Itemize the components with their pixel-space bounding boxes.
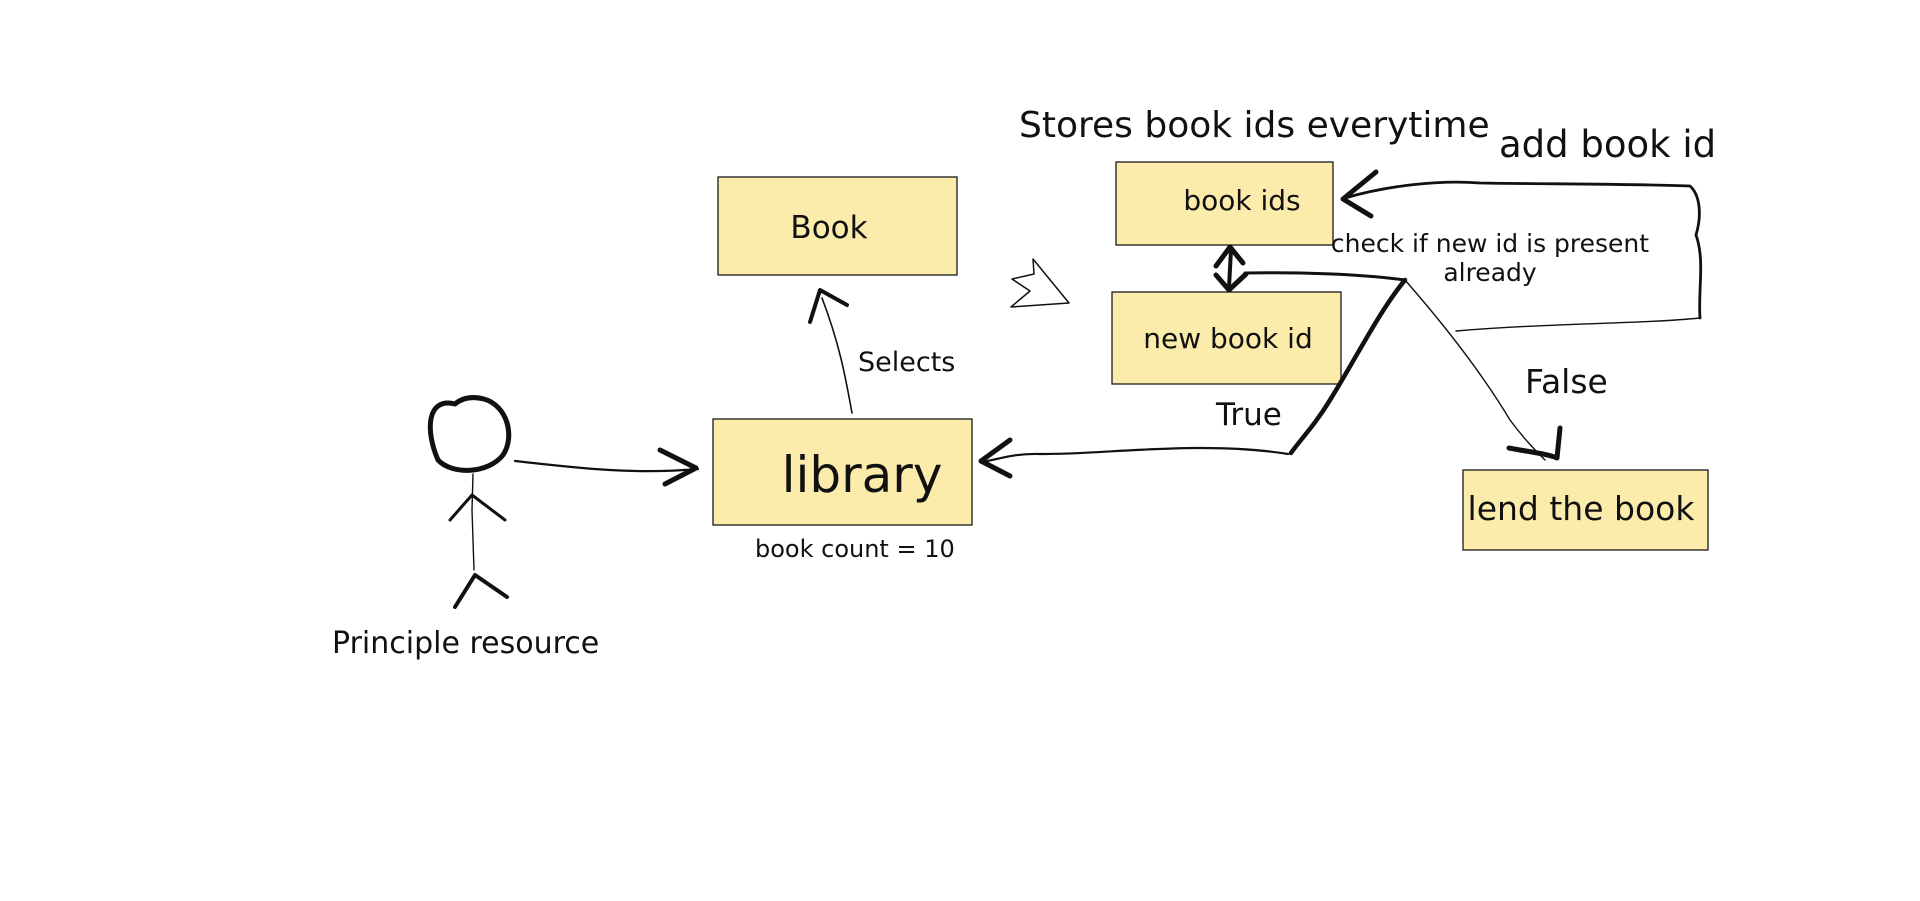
- arrow-add-book-id-loop: [1340, 169, 1703, 320]
- arrow-true-to-library: [978, 437, 1290, 479]
- actor-label: Principle resource: [332, 626, 599, 661]
- book-node: Book: [717, 176, 958, 276]
- book-label: Book: [790, 210, 867, 246]
- arrow-false-to-lend: [1506, 425, 1563, 461]
- library-node: library: [712, 418, 973, 526]
- selects-label: Selects: [858, 347, 955, 378]
- book-ids-node: book ids: [1115, 161, 1334, 246]
- false-label: False: [1525, 362, 1608, 401]
- hollow-arrowhead-icon: [1010, 258, 1070, 308]
- actor-body: [471, 473, 475, 571]
- new-book-id-label: new book id: [1143, 322, 1312, 355]
- library-book-count: book count = 10: [755, 535, 955, 563]
- actor-arms: [448, 493, 507, 522]
- add-book-id-label: add book id: [1499, 123, 1716, 166]
- arrow-library-to-book: [808, 288, 853, 414]
- decision-branch-lines: [1243, 271, 1701, 461]
- check-label-line1: check if new id is present: [1331, 229, 1649, 258]
- new-book-id-node: new book id: [1111, 291, 1342, 385]
- stores-book-ids-label: Stores book ids everytime: [1019, 105, 1490, 146]
- actor-legs: [453, 573, 509, 609]
- library-label: library: [782, 446, 943, 504]
- lend-the-book-label: lend the book: [1468, 489, 1696, 528]
- arrow-actor-to-library: [513, 447, 700, 487]
- actor-head: [427, 395, 512, 473]
- stick-figure-actor: [427, 395, 512, 609]
- book-ids-label: book ids: [1183, 184, 1300, 217]
- compare-double-arrow: [1213, 244, 1249, 293]
- check-label-line2: already: [1443, 258, 1537, 287]
- lend-the-book-node: lend the book: [1462, 469, 1709, 551]
- true-label: True: [1215, 397, 1282, 433]
